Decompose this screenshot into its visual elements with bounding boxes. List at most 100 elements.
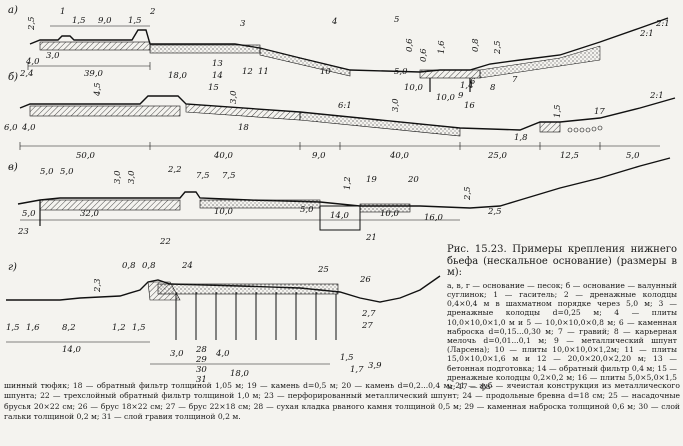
callout: 20	[407, 175, 419, 185]
dim-label: 3,0	[113, 170, 123, 184]
dim-label: 2:1	[649, 91, 664, 101]
dim-label: 5,0	[60, 167, 74, 177]
caption-legend: а, в, г — основание — песок; б — основан…	[447, 280, 677, 392]
dim-label: 4,0	[215, 349, 230, 359]
panel-v-slab	[39, 199, 181, 211]
panel-b-label: б)	[8, 72, 18, 83]
dim-label: 1,5	[72, 16, 86, 26]
callout: 12	[242, 67, 253, 77]
callout: 23	[17, 227, 29, 237]
panel-g-piles	[175, 292, 337, 340]
dim-label: 2,4	[19, 69, 34, 79]
dim-label: 1,4	[460, 81, 474, 91]
panel-b-end-block	[539, 121, 561, 133]
dim-label: 2,5	[493, 40, 503, 55]
dim-label: 1,5	[128, 16, 142, 26]
dim-label: 8,2	[62, 323, 76, 333]
dim-label: 4,5	[93, 82, 103, 97]
dim-label: 4,0	[21, 123, 36, 133]
dim-label: 40,0	[389, 151, 410, 161]
panel-a-slope-slab	[259, 47, 351, 77]
callout: 7	[512, 75, 518, 85]
callout: 6	[470, 77, 476, 87]
panel-v-cell-sheetpile	[319, 205, 361, 231]
callout: 24	[181, 261, 193, 271]
callout: 26	[359, 275, 371, 285]
callout: 5	[394, 15, 399, 25]
dim-label: 2,3	[93, 278, 103, 293]
dim-label: 2:1	[655, 19, 670, 29]
dim-label: 0,8	[471, 38, 481, 52]
dim-label: 2,5	[463, 186, 473, 201]
dim-label: 5,0	[40, 167, 54, 177]
dim-label: 1,2	[343, 176, 353, 190]
dim-label: 1,5	[6, 323, 20, 333]
dim-label: 14,0	[62, 345, 82, 355]
dim-label: 1,8	[514, 133, 528, 143]
dim-label: 10,0	[380, 209, 400, 219]
callout: 22	[159, 237, 171, 247]
callout: 31	[196, 375, 207, 385]
panel-g: г) 0,8 0,8 2,3 1,5 1,6 8,2 1,2 1,5 2,7 1…	[6, 261, 441, 385]
dim-label: 5,0	[22, 209, 36, 219]
callout: 11	[258, 67, 269, 77]
legend-continuation: шинный тюфяк; 18 — обратный фильтр толщи…	[4, 381, 680, 422]
callout: 8	[490, 83, 496, 93]
callout: 30	[196, 365, 207, 375]
callout: 27	[361, 321, 373, 331]
dim-label: 16,0	[424, 213, 444, 223]
callout: 2	[149, 7, 155, 17]
dim-label: 1,6	[26, 323, 40, 333]
dim-label: 6:1	[338, 101, 352, 111]
panel-v-profile	[17, 157, 671, 209]
dim-label: 10,0	[214, 207, 234, 217]
callout: 3	[240, 19, 245, 29]
panel-v-label: в)	[8, 162, 18, 173]
panel-b-fascine-mattress	[567, 125, 603, 133]
callout: 10	[320, 67, 331, 77]
dim-label: 1,2	[112, 323, 126, 333]
callout: 28	[195, 345, 207, 355]
callout: 29	[195, 355, 207, 365]
dim-label: 4,0	[25, 57, 40, 67]
callout: 13	[212, 59, 223, 69]
dim-label: 0,6	[419, 48, 429, 62]
figure-caption: Рис. 15.23. Примеры крепления нижнего бь…	[447, 244, 677, 391]
dim-label: 3,0	[127, 170, 137, 184]
panel-a-slab-hatch	[39, 41, 151, 51]
panel-v: в) 5,0 5,0 3,0 3,0 2,2 7,5 7,5 1,2 2,5 5…	[8, 157, 671, 247]
callout: 4	[331, 17, 337, 27]
dim-label: 10,0	[436, 93, 456, 103]
dim-label: 3,0	[391, 98, 401, 112]
panel-a-slab-dots	[149, 44, 261, 54]
dim-label: 0,8	[142, 261, 156, 271]
caption-title: Рис. 15.23. Примеры крепления нижнего бь…	[447, 244, 677, 279]
dim-label: 18,0	[168, 71, 188, 81]
dim-label: 6,0	[4, 123, 18, 133]
dim-label: 5,0	[300, 205, 314, 215]
panel-a: а) 2,5 1,5 9,0 1,5 0,6 0,6 1,6 0,8 2:1 2…	[8, 5, 670, 103]
dim-label: 25,0	[487, 151, 508, 161]
dim-label: 2,2	[167, 165, 182, 175]
dim-label: 3,0	[170, 349, 184, 359]
dim-label: 5,0	[626, 151, 640, 161]
callout: 18	[238, 123, 249, 133]
dim-label: 3,0	[46, 51, 60, 61]
callout: 15	[208, 83, 219, 93]
callout: 1	[60, 7, 65, 17]
dim-label: 2:1	[639, 29, 654, 39]
callout: 17	[594, 107, 605, 117]
panel-b: б) 18,0 4,5 3,0 3,0 1,5 6:1 2:1 6,0 4,0 …	[4, 71, 676, 161]
callout: 14	[212, 71, 223, 81]
dim-label: 5,0	[394, 67, 408, 77]
panel-a-label: а)	[8, 5, 18, 16]
dim-label: 3,9	[368, 361, 382, 371]
callout: 9	[458, 91, 464, 101]
dim-label: 7,5	[196, 171, 210, 181]
dim-label: 40,0	[213, 151, 234, 161]
dim-label: 9,0	[98, 16, 112, 26]
panel-g-label: г)	[8, 262, 17, 273]
panel-g-crib-layer	[157, 283, 339, 295]
callout: 16	[464, 101, 475, 111]
panel-a-riprap	[479, 45, 601, 79]
